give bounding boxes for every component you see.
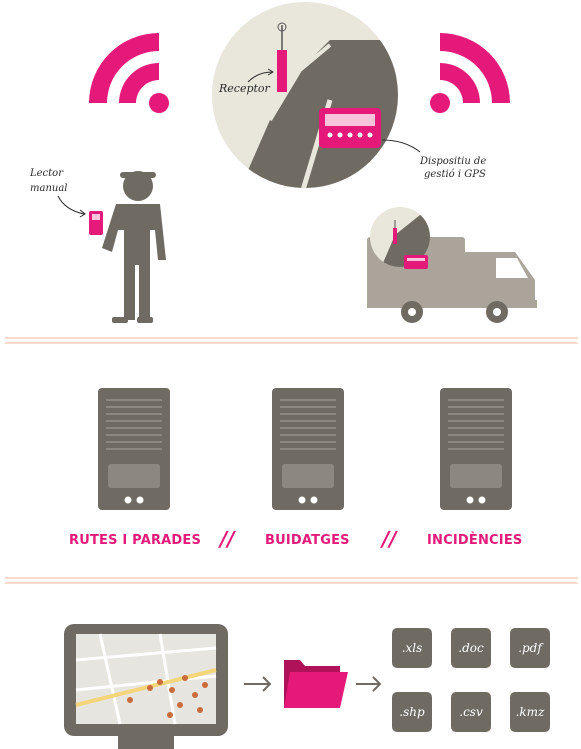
lector-label-line1: Lector <box>29 168 64 179</box>
device-label-line1: Dispositiu de <box>419 156 486 167</box>
server-caption-buidatges: BUIDATGES <box>265 533 350 548</box>
wifi-right-icon <box>430 33 510 113</box>
worker-icon <box>102 171 166 323</box>
file-badge-pdf: .pdf <box>510 628 550 668</box>
section-divider-bottom <box>5 578 578 583</box>
device-label-line2: gestió i GPS <box>424 169 486 180</box>
lector-label-line2: manual <box>30 183 68 194</box>
section-divider-top <box>5 338 578 343</box>
receptor-label: Receptor <box>218 82 271 95</box>
server-group <box>98 388 512 510</box>
zoom-circle <box>212 2 420 200</box>
server-caption-rutes: RUTES I PARADES <box>69 533 201 548</box>
server-icon <box>98 388 170 510</box>
wifi-left-icon <box>89 33 169 113</box>
separator-2: // <box>382 527 397 551</box>
server-icon <box>272 388 344 510</box>
arrow-icon <box>356 677 380 691</box>
arrow-icon <box>244 677 270 691</box>
file-badge-xls: .xls <box>392 628 432 668</box>
file-badge-doc: .doc <box>451 628 491 668</box>
file-badge-kmz: .kmz <box>510 692 550 732</box>
file-badge-shp: .shp <box>392 692 432 732</box>
folder-icon <box>284 660 348 708</box>
server-icon <box>440 388 512 510</box>
file-badge-csv: .csv <box>451 692 491 732</box>
server-caption-incidencies: INCIDÈNCIES <box>427 533 522 548</box>
monitor-map-icon <box>64 624 228 749</box>
separator-1: // <box>220 527 235 551</box>
